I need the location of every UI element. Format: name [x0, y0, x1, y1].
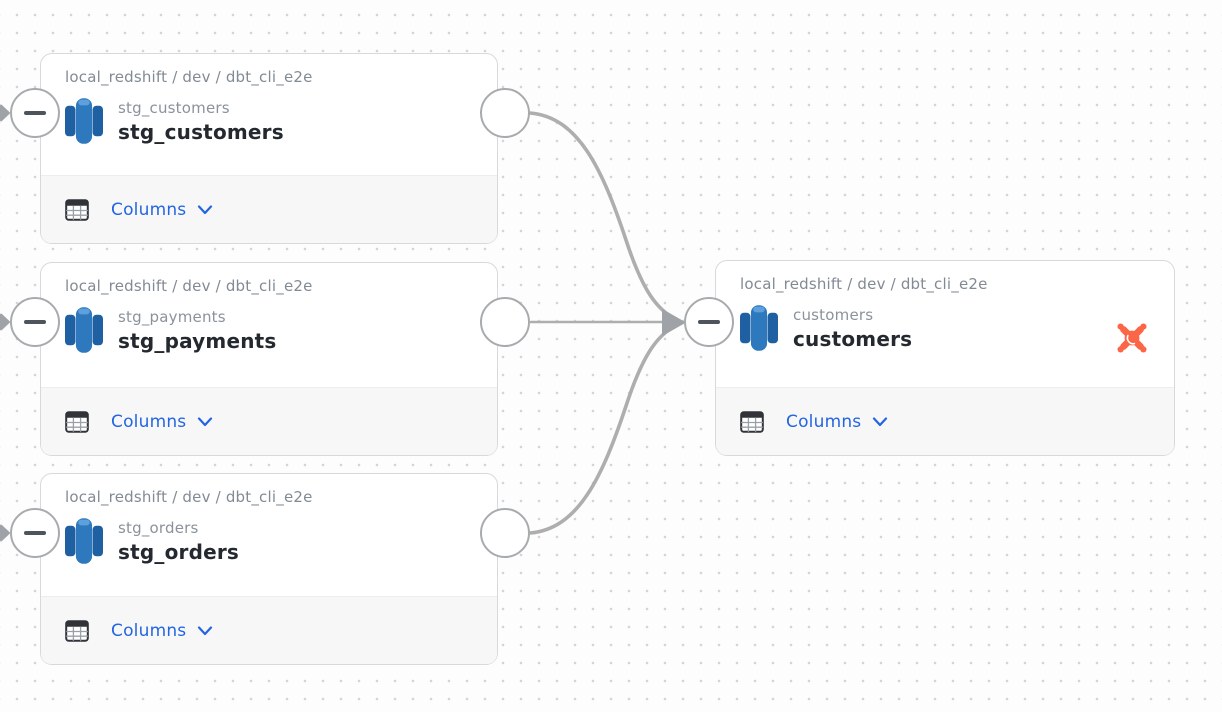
table-icon	[65, 410, 89, 433]
node-footer: Columns	[41, 387, 497, 455]
node-header: local_redshift / dev / dbt_cli_e2e stg_o…	[41, 474, 497, 564]
arrowhead-icon	[0, 313, 10, 331]
collapse-upstream-button-stg-payments[interactable]	[10, 297, 60, 347]
node-customers[interactable]: local_redshift / dev / dbt_cli_e2e custo…	[715, 260, 1175, 456]
node-subtitle: stg_orders	[118, 518, 199, 537]
columns-label: Columns	[111, 199, 187, 220]
columns-label: Columns	[111, 411, 187, 432]
arrowhead-icon	[662, 309, 685, 336]
node-header: local_redshift / dev / dbt_cli_e2e stg_c…	[41, 54, 497, 144]
columns-toggle[interactable]: Columns	[740, 410, 888, 433]
redshift-icon	[740, 305, 778, 351]
minus-icon	[24, 110, 46, 116]
edge-stg-orders-to-customers	[528, 323, 678, 535]
node-title: customers	[793, 326, 913, 351]
columns-toggle[interactable]: Columns	[65, 619, 213, 642]
port-out-stg-payments[interactable]	[480, 297, 530, 347]
collapse-upstream-button-stg-orders[interactable]	[10, 508, 60, 558]
node-subtitle: stg_payments	[118, 307, 226, 326]
dbt-icon	[1117, 323, 1147, 353]
chevron-down-icon	[873, 416, 888, 426]
breadcrumb: local_redshift / dev / dbt_cli_e2e	[65, 277, 313, 295]
redshift-icon	[65, 98, 103, 144]
node-footer: Columns	[41, 596, 497, 664]
node-title: stg_orders	[118, 539, 240, 564]
table-icon	[65, 198, 89, 221]
redshift-icon	[65, 518, 103, 564]
table-icon	[740, 410, 764, 433]
node-subtitle: stg_customers	[118, 98, 230, 117]
edge-stg-customers-to-customers	[528, 111, 678, 322]
minus-icon	[24, 319, 46, 325]
redshift-icon	[65, 307, 103, 353]
node-stg-orders[interactable]: local_redshift / dev / dbt_cli_e2e stg_o…	[40, 473, 498, 665]
chevron-down-icon	[198, 204, 213, 214]
node-header: local_redshift / dev / dbt_cli_e2e stg_p…	[41, 263, 497, 353]
breadcrumb: local_redshift / dev / dbt_cli_e2e	[65, 68, 313, 86]
node-subtitle: customers	[793, 305, 874, 324]
node-stg-customers[interactable]: local_redshift / dev / dbt_cli_e2e stg_c…	[40, 53, 498, 244]
node-footer: Columns	[716, 387, 1174, 455]
port-out-stg-orders[interactable]	[480, 508, 530, 558]
node-stg-payments[interactable]: local_redshift / dev / dbt_cli_e2e stg_p…	[40, 262, 498, 456]
node-footer: Columns	[41, 175, 497, 243]
breadcrumb: local_redshift / dev / dbt_cli_e2e	[740, 275, 988, 293]
minus-icon	[24, 530, 46, 536]
columns-toggle[interactable]: Columns	[65, 410, 213, 433]
chevron-down-icon	[198, 625, 213, 635]
node-header: local_redshift / dev / dbt_cli_e2e custo…	[716, 261, 1174, 351]
node-title: stg_customers	[118, 119, 284, 144]
collapse-upstream-button-customers[interactable]	[684, 297, 734, 347]
node-title: stg_payments	[118, 328, 277, 353]
columns-toggle[interactable]: Columns	[65, 198, 213, 221]
arrowhead-icon	[0, 104, 10, 122]
columns-label: Columns	[786, 411, 862, 432]
minus-icon	[698, 319, 720, 325]
collapse-upstream-button-stg-customers[interactable]	[10, 88, 60, 138]
columns-label: Columns	[111, 620, 187, 641]
chevron-down-icon	[198, 416, 213, 426]
table-icon	[65, 619, 89, 642]
breadcrumb: local_redshift / dev / dbt_cli_e2e	[65, 488, 313, 506]
port-out-stg-customers[interactable]	[480, 88, 530, 138]
arrowhead-icon	[0, 524, 10, 542]
